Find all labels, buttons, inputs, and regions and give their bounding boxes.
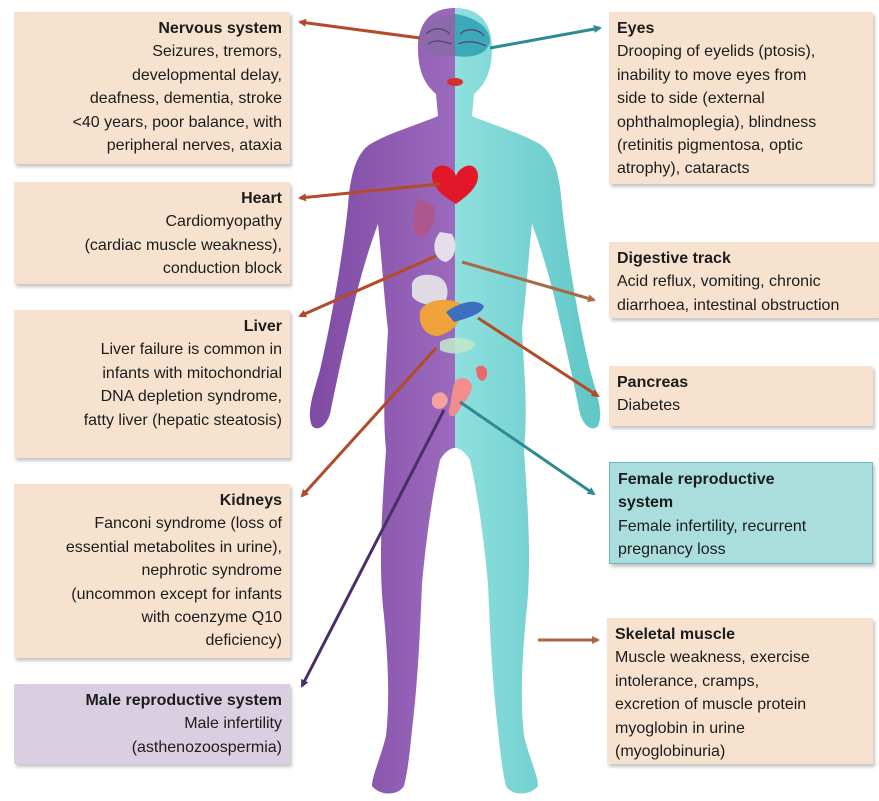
pancreas-box: Pancreas Diabetes [609, 366, 873, 426]
liver-box: Liver Liver failure is common in infants… [14, 310, 290, 458]
eyes-line-5: (retinitis pigmentosa, optic [617, 134, 865, 157]
heart-box: Heart Cardiomyopathy (cardiac muscle wea… [14, 182, 290, 284]
nervous-line-3: deafness, dementia, stroke [22, 87, 282, 110]
female-line-2: pregnancy loss [618, 538, 864, 561]
digestive-line-1: Acid reflux, vomiting, chronic [617, 270, 871, 293]
kidneys-line-5: with coenzyme Q10 [22, 606, 282, 629]
heart-line-1: Cardiomyopathy [22, 210, 282, 233]
digestive-title: Digestive track [617, 247, 871, 270]
muscle-line-2: intolerance, cramps, [615, 670, 865, 693]
muscle-line-3: excretion of muscle protein [615, 693, 865, 716]
eyes-line-2: inability to move eyes from [617, 64, 865, 87]
liver-line-1: Liver failure is common in [22, 338, 282, 361]
liver-line-3: DNA depletion syndrome, [22, 385, 282, 408]
digestive-line-2: diarrhoea, intestinal obstruction [617, 294, 871, 317]
male-line-1: Male infertility [22, 712, 282, 735]
mouth-icon [447, 78, 463, 86]
female-line-1: Female infertility, recurrent [618, 515, 864, 538]
kidneys-line-2: essential metabolites in urine), [22, 536, 282, 559]
kidneys-title: Kidneys [22, 489, 282, 512]
female-reproductive-box: Female reproductive system Female infert… [609, 462, 873, 564]
pancreas-line-1: Diabetes [617, 394, 865, 417]
nervous-line-4: <40 years, poor balance, with [22, 111, 282, 134]
eyes-line-3: side to side (external [617, 87, 865, 110]
eyes-title: Eyes [617, 17, 865, 40]
eyes-box: Eyes Drooping of eyelids (ptosis), inabi… [609, 12, 873, 184]
liver-title: Liver [22, 315, 282, 338]
male-line-2: (asthenozoospermia) [22, 736, 282, 759]
eyes-line-4: ophthalmoplegia), blindness [617, 111, 865, 134]
kidneys-line-6: deficiency) [22, 629, 282, 652]
liver-line-4: fatty liver (hepatic steatosis) [22, 409, 282, 432]
nervous-line-1: Seizures, tremors, [22, 40, 282, 63]
heart-title: Heart [22, 187, 282, 210]
eyes-line-1: Drooping of eyelids (ptosis), [617, 40, 865, 63]
heart-line-2: (cardiac muscle weakness), [22, 234, 282, 257]
digestive-box: Digestive track Acid reflux, vomiting, c… [609, 242, 879, 318]
nervous-system-title: Nervous system [22, 17, 282, 40]
skeletal-muscle-title: Skeletal muscle [615, 623, 865, 646]
arrow-eyes [490, 28, 600, 48]
kidneys-line-4: (uncommon except for infants [22, 583, 282, 606]
male-reproductive-title: Male reproductive system [22, 689, 282, 712]
nervous-system-box: Nervous system Seizures, tremors, develo… [14, 12, 290, 164]
male-reproductive-box: Male reproductive system Male infertilit… [14, 684, 290, 764]
muscle-line-1: Muscle weakness, exercise [615, 646, 865, 669]
muscle-line-5: (myoglobinuria) [615, 740, 865, 763]
eyes-line-6: atrophy), cataracts [617, 157, 865, 180]
female-reproductive-title: Female reproductive system [618, 468, 818, 515]
skeletal-muscle-box: Skeletal muscle Muscle weakness, exercis… [607, 618, 873, 764]
nervous-line-2: developmental delay, [22, 64, 282, 87]
kidneys-line-3: nephrotic syndrome [22, 559, 282, 582]
kidneys-box: Kidneys Fanconi syndrome (loss of essent… [14, 484, 290, 658]
arrow-nervous [300, 22, 420, 38]
muscle-line-4: myoglobin in urine [615, 717, 865, 740]
heart-line-3: conduction block [22, 257, 282, 280]
pancreas-title: Pancreas [617, 371, 865, 394]
liver-line-2: infants with mitochondrial [22, 362, 282, 385]
nervous-line-5: peripheral nerves, ataxia [22, 134, 282, 157]
kidneys-line-1: Fanconi syndrome (loss of [22, 512, 282, 535]
